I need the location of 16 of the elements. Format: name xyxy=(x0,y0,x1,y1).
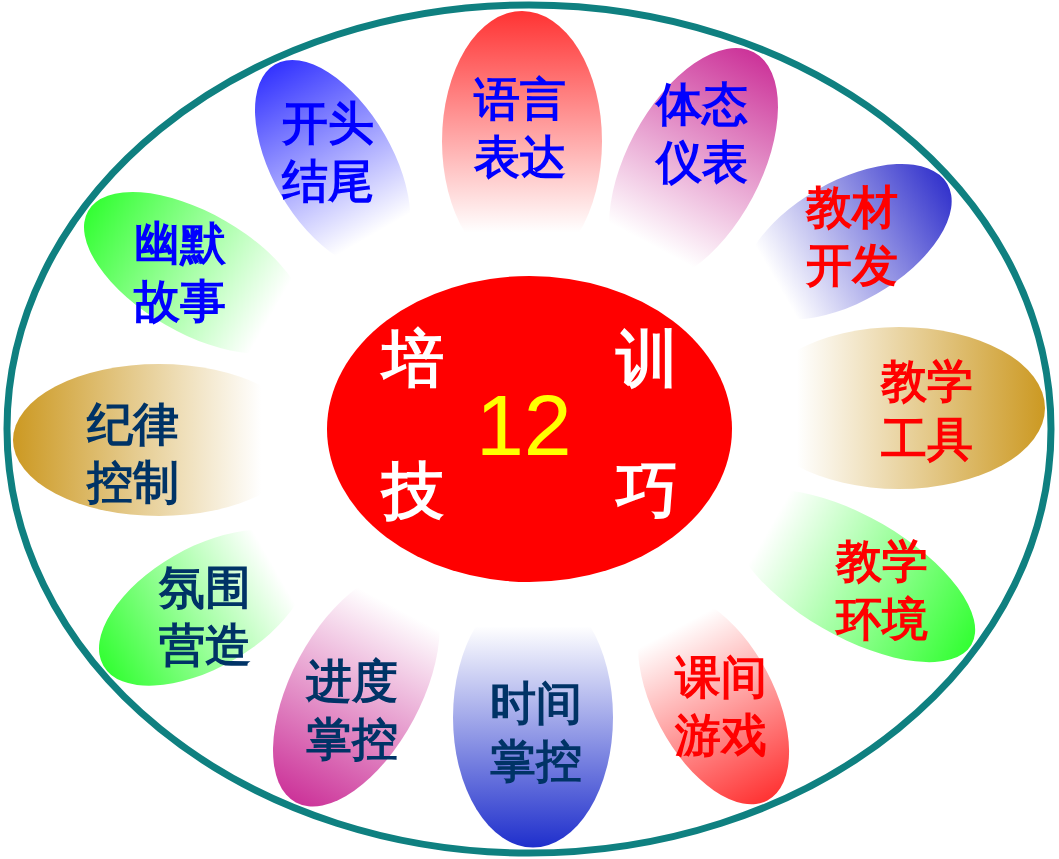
petal-label: 进度掌控 xyxy=(305,653,399,768)
petal-label: 教材开发 xyxy=(805,179,899,294)
petal-label: 教学环境 xyxy=(835,533,929,648)
petal-label: 幽默故事 xyxy=(133,215,227,330)
petal-label: 开头结尾 xyxy=(281,95,375,210)
center-ellipse xyxy=(327,276,732,582)
center-title: 技巧 xyxy=(382,458,678,524)
petal-label: 纪律控制 xyxy=(86,396,180,511)
center-title: 培训 xyxy=(382,326,678,392)
petal-label: 语言表达 xyxy=(473,71,567,186)
count-number: 12 xyxy=(476,393,572,457)
petal-label: 课间游戏 xyxy=(674,649,768,764)
petal-label: 体态仪表 xyxy=(655,76,749,191)
petal-label: 教学工具 xyxy=(880,353,974,468)
petal-label: 氛围营造 xyxy=(158,559,252,674)
petal-label: 时间掌控 xyxy=(489,675,583,790)
